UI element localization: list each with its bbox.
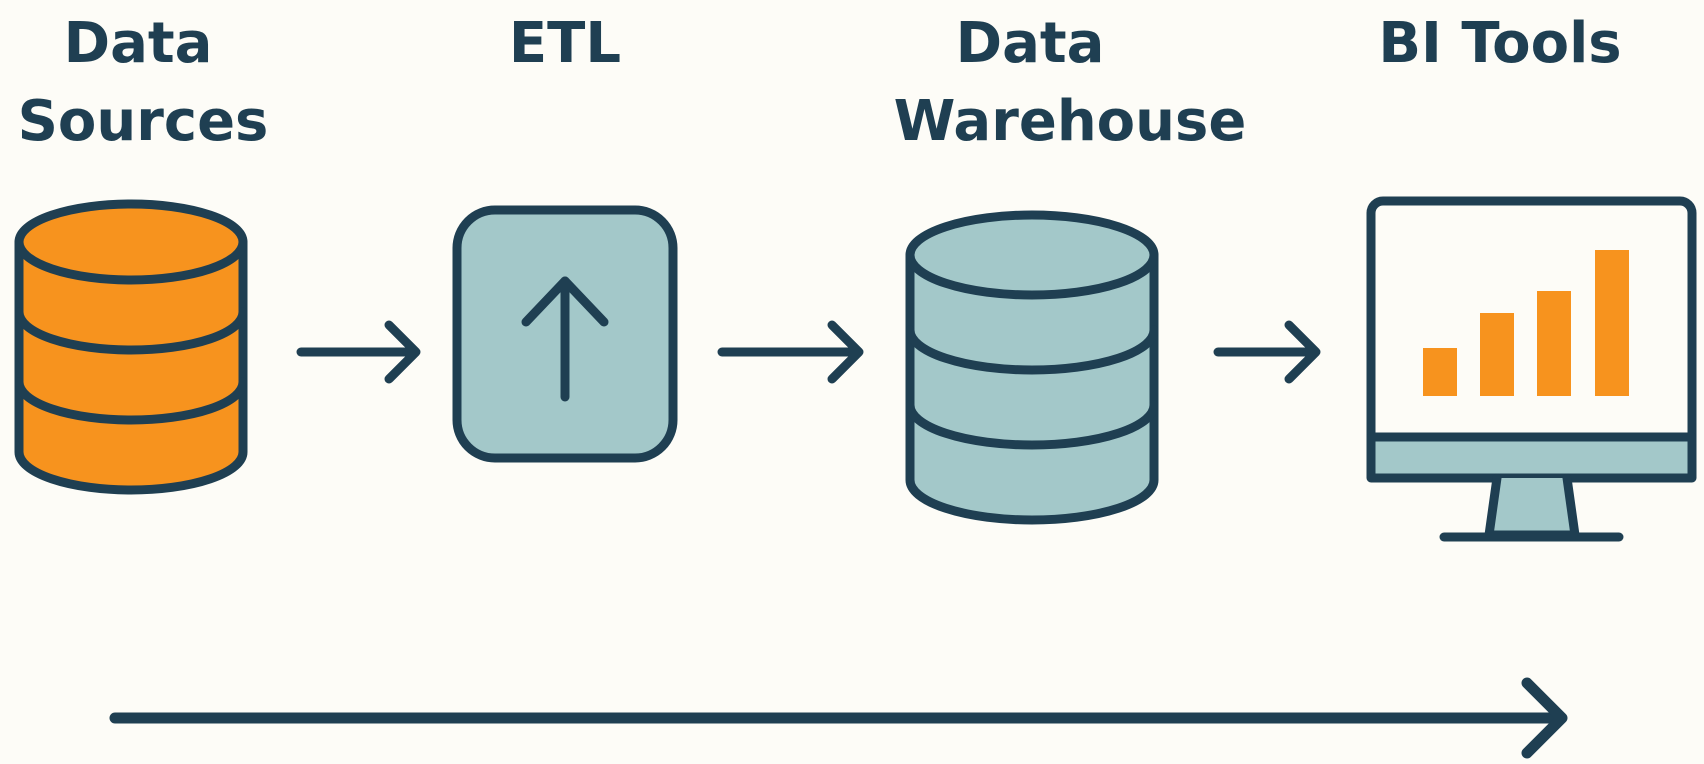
connector-arrow-2 (717, 320, 864, 384)
chart-bar-4 (1595, 250, 1629, 396)
data-sources-label-line-2: Sources (18, 89, 269, 154)
etl-upload-box-icon (452, 205, 678, 463)
chart-bar-1 (1423, 348, 1457, 396)
bi-tools-monitor-icon (1366, 196, 1697, 542)
bi-tools-label-line-1: BI Tools (1378, 11, 1621, 76)
long-right-arrow-icon (109, 677, 1568, 759)
data-warehouse-database-icon (905, 210, 1159, 525)
chart-bar-3 (1537, 291, 1571, 396)
chart-bar-2 (1480, 313, 1514, 396)
bi-tools-bar-chart (1423, 250, 1629, 396)
data-sources-database-icon (14, 199, 248, 495)
connector-arrow-1 (296, 320, 421, 384)
etl-label-line-1: ETL (509, 11, 621, 76)
bi-tools-label: BI Tools (1378, 11, 1621, 76)
etl-label: ETL (509, 11, 621, 76)
data-sources-label: Data Sources (18, 11, 269, 154)
connector-arrow-3 (1213, 320, 1321, 384)
data-warehouse-label: Data Warehouse (894, 11, 1247, 154)
data-warehouse-label-line-2: Warehouse (894, 89, 1247, 154)
data-warehouse-label-line-1: Data (956, 11, 1105, 76)
data-sources-label-line-1: Data (64, 11, 213, 76)
